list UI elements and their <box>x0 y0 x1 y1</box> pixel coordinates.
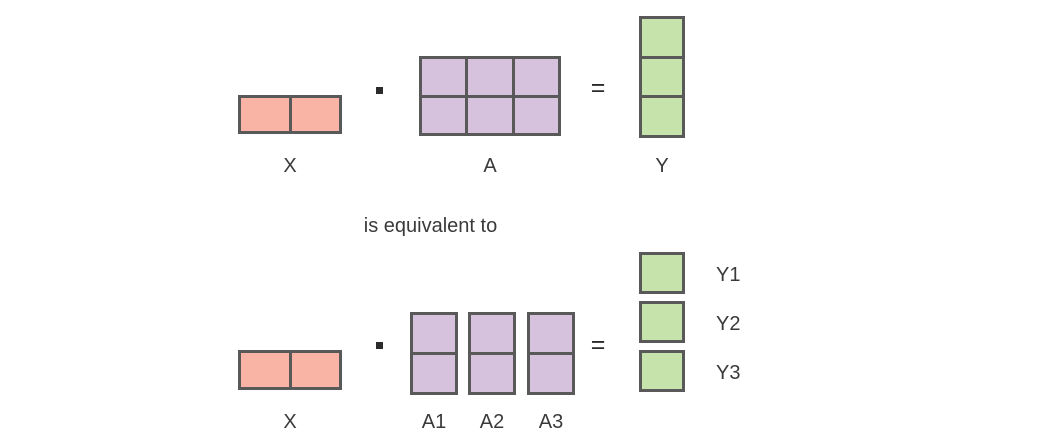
bottom-x-matrix <box>238 350 342 390</box>
matrix-cell <box>471 315 513 352</box>
matrix-cell <box>642 255 682 291</box>
matrix-cell <box>642 304 682 340</box>
matrix-cell <box>241 98 289 131</box>
matrix-cell <box>241 353 289 387</box>
matrix-cell <box>514 97 558 133</box>
matrix-cell <box>413 315 455 352</box>
bottom-a1-label: A1 <box>421 411 447 433</box>
matrix-cell <box>642 19 682 56</box>
matrix-cell <box>422 59 466 95</box>
bottom-a2-block <box>468 312 516 395</box>
matrix-cell <box>642 353 682 389</box>
matrix-cell <box>471 355 513 392</box>
matrix-cell <box>422 97 466 133</box>
matrix-cell <box>530 315 572 352</box>
matrix-cell <box>530 355 572 392</box>
top-y-matrix <box>639 16 685 138</box>
matrix-cell <box>642 98 682 135</box>
equivalence-caption: is equivalent to <box>363 215 498 237</box>
bottom-x-label: X <box>283 411 297 433</box>
matrix-cell <box>291 98 339 131</box>
top-x-label: X <box>283 155 297 177</box>
top-dot-operator <box>376 87 383 94</box>
matrix-cell <box>468 59 512 95</box>
bottom-y3-block <box>639 350 685 392</box>
bottom-a1-block <box>410 312 458 395</box>
bottom-a3-label: A3 <box>538 411 564 433</box>
top-equals-operator: = <box>590 74 606 102</box>
bottom-dot-operator <box>376 342 383 349</box>
bottom-a3-block <box>527 312 575 395</box>
matrix-cell <box>642 58 682 96</box>
bottom-y2-block <box>639 301 685 343</box>
bottom-a2-label: A2 <box>479 411 505 433</box>
top-a-matrix <box>419 56 561 136</box>
top-x-matrix <box>238 95 342 134</box>
top-a-label: A <box>483 155 497 177</box>
matrix-cell <box>413 355 455 392</box>
bottom-y1-label: Y1 <box>716 264 741 286</box>
bottom-equals-operator: = <box>590 331 606 359</box>
matrix-cell <box>514 59 558 95</box>
bottom-y3-label: Y3 <box>716 362 741 384</box>
bottom-y1-block <box>639 252 685 294</box>
matrix-cell <box>468 97 512 133</box>
top-y-label: Y <box>655 155 669 177</box>
bottom-y2-label: Y2 <box>716 313 741 335</box>
matrix-cell <box>291 353 339 387</box>
